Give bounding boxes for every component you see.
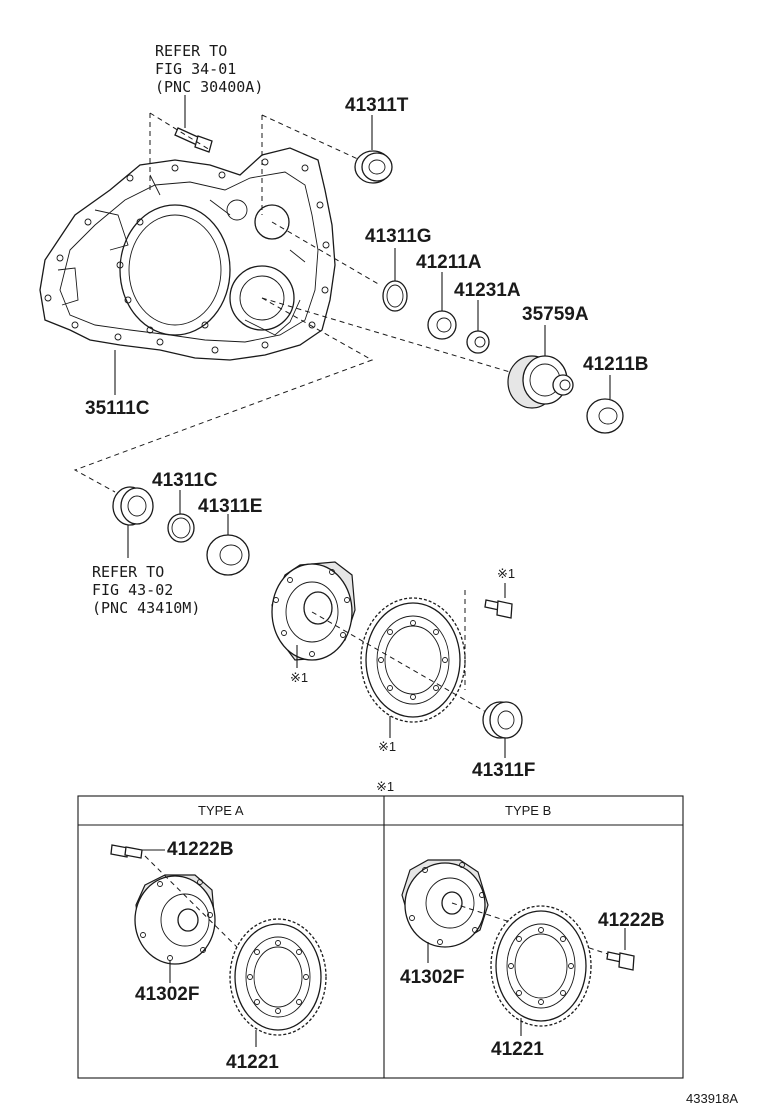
label-41311e[interactable]: 41311E <box>198 496 262 517</box>
o-ring[interactable] <box>167 513 195 543</box>
refer-line-2[interactable]: FIG 34-01 <box>155 60 236 78</box>
oil-seal-41311t[interactable] <box>354 150 393 184</box>
guide-41311t <box>261 114 361 215</box>
refer-line-1[interactable]: REFER TO <box>155 42 227 60</box>
differential-case[interactable] <box>271 561 356 661</box>
oil-seal-41311g[interactable] <box>382 280 408 312</box>
label-35759a[interactable]: 35759A <box>522 304 589 325</box>
ring-gear-bolt-icon[interactable] <box>484 599 513 619</box>
guide-41311g <box>271 221 381 286</box>
guide-ref1 <box>149 112 211 190</box>
label-a-bolt[interactable]: 41222B <box>167 839 234 860</box>
mark-bolt: ※1 <box>497 566 515 581</box>
label-41311t[interactable]: 41311T <box>345 95 409 116</box>
bearing-41311f[interactable] <box>482 701 523 739</box>
gear-35759a[interactable] <box>507 355 574 409</box>
spacer-41231a[interactable] <box>466 330 490 354</box>
type-a-ring-gear[interactable] <box>229 918 327 1036</box>
type-b-bolt-icon[interactable] <box>606 951 635 971</box>
type-b-ring-gear[interactable] <box>490 905 592 1027</box>
label-41211a[interactable]: 41211A <box>416 252 482 273</box>
guide-a-axis <box>144 855 251 961</box>
mark-ring: ※1 <box>378 739 396 754</box>
refer2-line-3[interactable]: (PNC 43410M) <box>92 599 200 617</box>
oil-seal-41311c[interactable] <box>112 486 154 526</box>
transaxle-housing[interactable] <box>39 147 336 361</box>
guide-b-axis <box>451 902 621 959</box>
type-b-header[interactable]: TYPE B <box>505 803 551 818</box>
mark-case: ※1 <box>290 670 308 685</box>
label-41231a[interactable]: 41231A <box>454 280 521 301</box>
label-b-gear[interactable]: 41221 <box>491 1039 544 1060</box>
bearing-41211a[interactable] <box>427 310 457 340</box>
type-a-header[interactable]: TYPE A <box>198 803 244 818</box>
guide-diff-main <box>311 611 501 721</box>
type-table <box>77 795 684 1079</box>
label-a-case[interactable]: 41302F <box>135 984 199 1005</box>
housing-bolt-icon <box>174 127 213 153</box>
bearing-41311e[interactable] <box>206 534 250 576</box>
type-a-diff-case[interactable] <box>134 874 216 965</box>
label-a-gear[interactable]: 41221 <box>226 1052 279 1073</box>
mark-table: ※1 <box>376 779 394 794</box>
refer2-line-1[interactable]: REFER TO <box>92 563 164 581</box>
bearing-41211b[interactable] <box>586 398 624 434</box>
label-41311c[interactable]: 41311C <box>152 470 218 491</box>
refer2-line-2[interactable]: FIG 43-02 <box>92 581 173 599</box>
type-b-diff-case[interactable] <box>401 859 489 948</box>
ring-gear[interactable] <box>360 597 466 723</box>
label-41211b[interactable]: 41211B <box>583 354 649 375</box>
guide-lower <box>73 297 374 493</box>
label-41311f[interactable]: 41311F <box>472 760 535 781</box>
label-35111c[interactable]: 35111C <box>85 398 150 419</box>
type-a-bolt-icon[interactable] <box>110 844 143 859</box>
refer-line-3[interactable]: (PNC 30400A) <box>155 78 263 96</box>
label-41311g[interactable]: 41311G <box>365 226 432 247</box>
label-b-case[interactable]: 41302F <box>400 967 464 988</box>
diagram-code: 433918A <box>686 1091 738 1106</box>
label-b-bolt[interactable]: 41222B <box>598 910 665 931</box>
